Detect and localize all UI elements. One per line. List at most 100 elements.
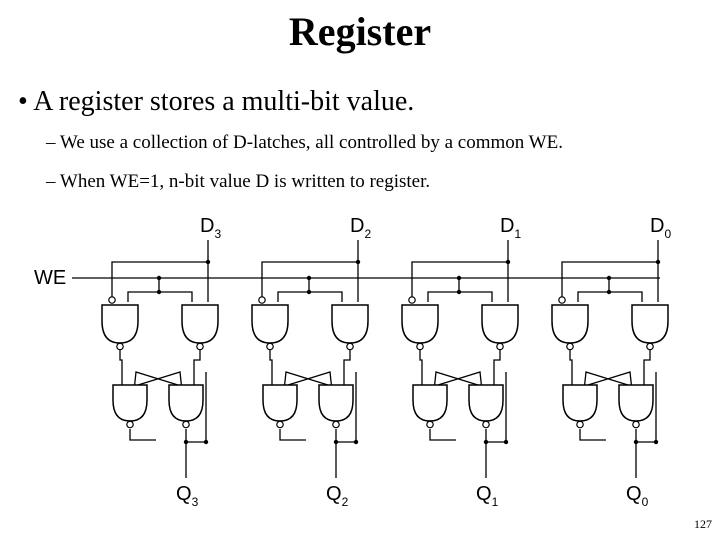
nand-gate — [181, 304, 219, 344]
inverter-bubble — [632, 420, 640, 429]
output-subscript: 2 — [342, 495, 349, 509]
we-tap-wire — [609, 291, 643, 302]
junction-dot — [203, 439, 209, 445]
inverter-bubble — [332, 420, 340, 429]
gate-link-wire — [119, 347, 123, 385]
junction-dot — [205, 259, 211, 265]
nand-gate — [562, 384, 598, 422]
we-tap-wire — [577, 278, 610, 302]
junction-dot — [156, 289, 162, 295]
nand-gate — [318, 384, 354, 422]
main-bullet: • A register stores a multi-bit value. — [18, 86, 415, 117]
junction-dot — [353, 439, 359, 445]
inverter-bubble — [196, 342, 204, 351]
feedback-wire — [129, 429, 156, 441]
nand-gate — [331, 304, 369, 344]
data-input-label: D1 — [500, 215, 521, 241]
inverter-bubble — [566, 342, 574, 351]
we-tap-wire — [459, 291, 493, 302]
output-label: Q1 — [476, 483, 499, 509]
data-input-subscript: 2 — [364, 227, 371, 241]
we-label: WE — [34, 267, 66, 289]
junction-dot — [483, 439, 489, 445]
page-number: 127 — [694, 517, 712, 531]
gate-link-wire — [269, 347, 273, 385]
we-tap-wire — [159, 291, 193, 302]
nand-gate — [168, 384, 204, 422]
junction-dot — [355, 259, 361, 265]
inverter-bubble — [108, 296, 116, 304]
inverter-bubble — [258, 296, 266, 304]
nand-gate — [101, 304, 139, 344]
inverter-bubble — [408, 296, 416, 304]
nand-gate — [262, 384, 298, 422]
data-branch-wire — [111, 261, 208, 302]
output-label: Q0 — [626, 483, 649, 509]
nand-gate — [251, 304, 289, 344]
nand-gate — [481, 304, 519, 344]
data-input-subscript: 1 — [514, 227, 521, 241]
inverter-bubble — [276, 420, 284, 429]
feedback-wire — [635, 372, 657, 443]
output-subscript: 1 — [492, 495, 499, 509]
feedback-wire — [185, 372, 207, 443]
inverter-bubble — [116, 342, 124, 351]
data-branch-wire — [261, 261, 358, 302]
junction-dot — [456, 275, 462, 281]
inverter-bubble — [346, 342, 354, 351]
junction-dot — [606, 275, 612, 281]
inverter-bubble — [576, 420, 584, 429]
inverter-bubble — [126, 420, 134, 429]
data-input-label: D2 — [350, 215, 371, 241]
junction-dot — [306, 275, 312, 281]
data-input-label: D0 — [650, 215, 671, 241]
feedback-wire — [335, 372, 357, 443]
sub-bullet-1: – We use a collection of D-latches, all … — [46, 132, 563, 153]
inverter-bubble — [558, 296, 566, 304]
inverter-bubble — [496, 342, 504, 351]
junction-dot — [503, 439, 509, 445]
junction-dot — [653, 439, 659, 445]
junction-dot — [655, 259, 661, 265]
gate-link-wire — [569, 347, 573, 385]
junction-dot — [505, 259, 511, 265]
junction-dot — [456, 289, 462, 295]
gate-link-wire — [493, 347, 501, 385]
feedback-wire — [429, 429, 456, 441]
inverter-bubble — [416, 342, 424, 351]
we-tap-wire — [309, 291, 343, 302]
gate-link-wire — [643, 347, 651, 385]
data-branch-wire — [561, 261, 658, 302]
gate-link-wire — [343, 347, 351, 385]
data-input-subscript: 0 — [664, 227, 671, 241]
output-subscript: 0 — [642, 495, 649, 509]
nand-gate — [631, 304, 669, 344]
output-label: Q3 — [176, 483, 199, 509]
inverter-bubble — [182, 420, 190, 429]
nand-gate — [112, 384, 148, 422]
output-subscript: 3 — [192, 495, 199, 509]
data-branch-wire — [411, 261, 508, 302]
inverter-bubble — [266, 342, 274, 351]
junction-dot — [606, 289, 612, 295]
junction-dot — [333, 439, 339, 445]
gate-link-wire — [419, 347, 423, 385]
output-label: Q2 — [326, 483, 349, 509]
nand-gate — [468, 384, 504, 422]
nand-gate — [551, 304, 589, 344]
data-input-subscript: 3 — [214, 227, 221, 241]
junction-dot — [156, 275, 162, 281]
inverter-bubble — [482, 420, 490, 429]
nand-gate — [412, 384, 448, 422]
inverter-bubble — [426, 420, 434, 429]
nand-gate — [401, 304, 439, 344]
feedback-wire — [485, 372, 507, 443]
junction-dot — [633, 439, 639, 445]
nand-gate — [618, 384, 654, 422]
junction-dot — [183, 439, 189, 445]
feedback-wire — [579, 429, 606, 441]
we-tap-wire — [277, 278, 310, 302]
gate-link-wire — [193, 347, 201, 385]
feedback-wire — [279, 429, 306, 441]
